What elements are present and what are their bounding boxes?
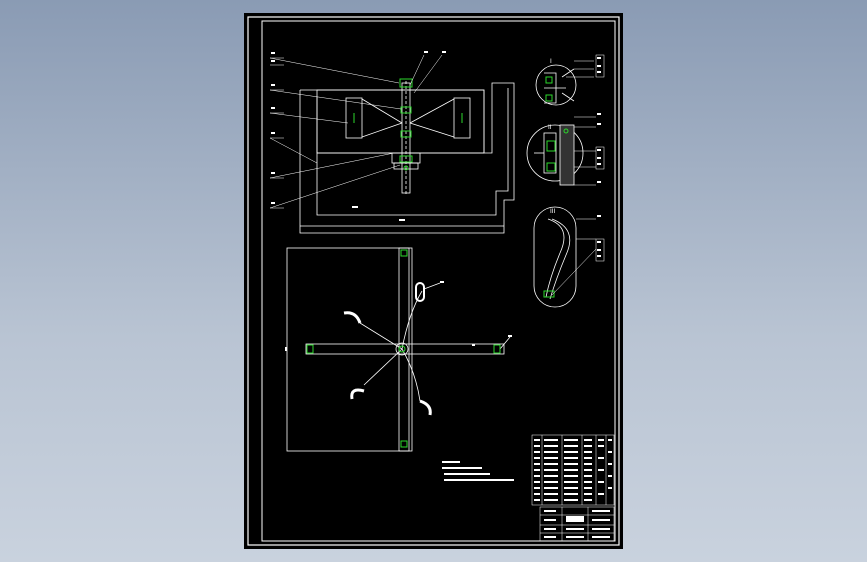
detail-b: [526, 124, 584, 186]
detail-tick-marks: [597, 57, 601, 257]
title-block: [539, 506, 615, 542]
title-block-text: [544, 510, 610, 538]
bom-table: [531, 434, 615, 506]
detail-a-highlights: [545, 76, 553, 102]
plan-view-highlights: [306, 249, 501, 448]
bom-rows: [534, 439, 612, 501]
plan-tick-marks: [285, 281, 512, 351]
cad-drawing: I II III: [247, 16, 620, 546]
detail-b-highlights: [546, 128, 569, 172]
detail-a-label: I: [550, 58, 552, 65]
detail-c-highlights: [543, 290, 555, 298]
detail-b-label: II: [548, 124, 552, 131]
leader-lines-top: [269, 54, 443, 209]
front-section-view: [299, 81, 515, 234]
inner-border: [261, 20, 616, 542]
section-highlights: [353, 78, 463, 171]
detail-c-slot: [533, 206, 577, 308]
technical-notes: [442, 461, 514, 481]
drawing-sheet: I II III: [244, 13, 623, 549]
detail-c-label: III: [550, 208, 556, 215]
detail-view-a: [535, 64, 577, 106]
leader-tick-marks: [271, 51, 446, 221]
outer-border: [247, 16, 620, 546]
plan-view: [286, 247, 511, 452]
detail-leaders: [551, 54, 605, 296]
